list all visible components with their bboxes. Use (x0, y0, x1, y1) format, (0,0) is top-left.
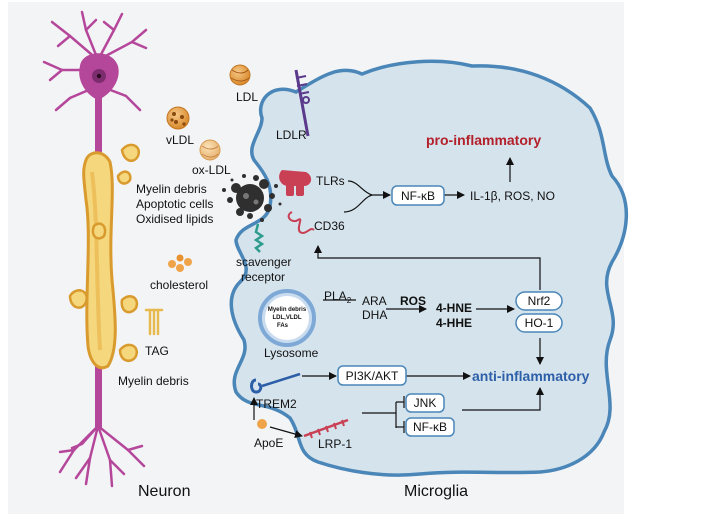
scavenger-receptor-icon (253, 223, 265, 253)
nrf2-box (515, 291, 563, 311)
apoe-icon (257, 419, 267, 429)
anti-inflammatory-label: anti-inflammatory (472, 368, 590, 384)
tlrs-label: TLRs (316, 174, 345, 188)
jnk-label: JNK (414, 396, 437, 410)
pla2-label: PLA2 (324, 289, 352, 305)
nfkb-box-2 (405, 417, 455, 437)
pathway-arrows (250, 157, 544, 438)
myelin-debris-label-2: Myelin debris (118, 374, 189, 388)
tag-icon (144, 308, 164, 336)
ros-label: ROS (400, 294, 426, 308)
nfkb-box (391, 185, 445, 206)
ldl-particle-icon (229, 64, 251, 86)
ldlr-label: LDLR (276, 128, 307, 142)
4-hhe-label: 4-HHE (436, 316, 472, 330)
lysosome-icon (258, 289, 316, 347)
nfkb-label-2: NF-κB (413, 420, 447, 434)
lrp1-label: LRP-1 (318, 437, 352, 451)
lrp1-receptor-icon (303, 418, 349, 439)
oxidised-lipids-label: Oxidised lipids (136, 212, 213, 226)
receptor-label: receptor (241, 270, 285, 284)
vldl-label: vLDL (166, 133, 194, 147)
lysosome-label: Lysosome (264, 346, 319, 360)
cholesterol-label: cholesterol (150, 278, 208, 292)
ox-ldl-label: ox-LDL (192, 163, 231, 177)
cholesterol-icon (168, 254, 192, 272)
cd36-receptor-icon (287, 211, 315, 234)
microglia-cell (229, 59, 628, 477)
ldlr-receptor-icon (294, 69, 310, 137)
nfkb-label: NF-κB (401, 189, 435, 203)
myelin-sheath (82, 151, 117, 370)
lysosome-content-line-1: Myelin debris (268, 307, 307, 313)
dha-label: DHA (362, 308, 387, 322)
tlr-receptor-icon (279, 170, 312, 196)
jnk-box (405, 393, 445, 413)
scavenger-label: scavenger (236, 255, 291, 269)
apoe-label: ApoE (254, 436, 283, 450)
neuron (42, 10, 192, 488)
neuron-label: Neuron (138, 483, 190, 500)
pi3k-akt-label: PI3K/AKT (346, 369, 399, 383)
ox-ldl-particle-icon (199, 139, 221, 161)
4-hne-label: 4-HNE (436, 301, 472, 315)
trem2-label: TREM2 (256, 397, 297, 411)
microglia-label: Microglia (404, 483, 468, 500)
ara-label: ARA (362, 294, 387, 308)
tag-label: TAG (145, 344, 169, 358)
cd36-label: CD36 (314, 219, 345, 233)
axon-terminals (58, 424, 146, 488)
debris-cluster-icon (222, 174, 282, 222)
myelin-debris-label: Myelin debris (136, 182, 207, 196)
nrf2-label: Nrf2 (528, 294, 551, 308)
pro-inflammatory-label: pro-inflammatory (426, 132, 541, 148)
il1b-label: IL-1β, ROS, NO (470, 189, 555, 203)
ho1-box (515, 313, 563, 333)
trem2-receptor-icon (250, 372, 301, 394)
ho1-label: HO-1 (525, 316, 554, 330)
ldl-label: LDL (236, 90, 258, 104)
myelin-debris-fragments (68, 143, 141, 363)
apoptotic-cells-label: Apoptotic cells (136, 197, 213, 211)
lysosome-content-line-2: LDL,VLDL (273, 315, 302, 321)
vldl-particle-icon (166, 106, 190, 130)
lysosome-content-line-3: FAs (277, 323, 289, 329)
pi3k-akt-box (337, 365, 407, 386)
